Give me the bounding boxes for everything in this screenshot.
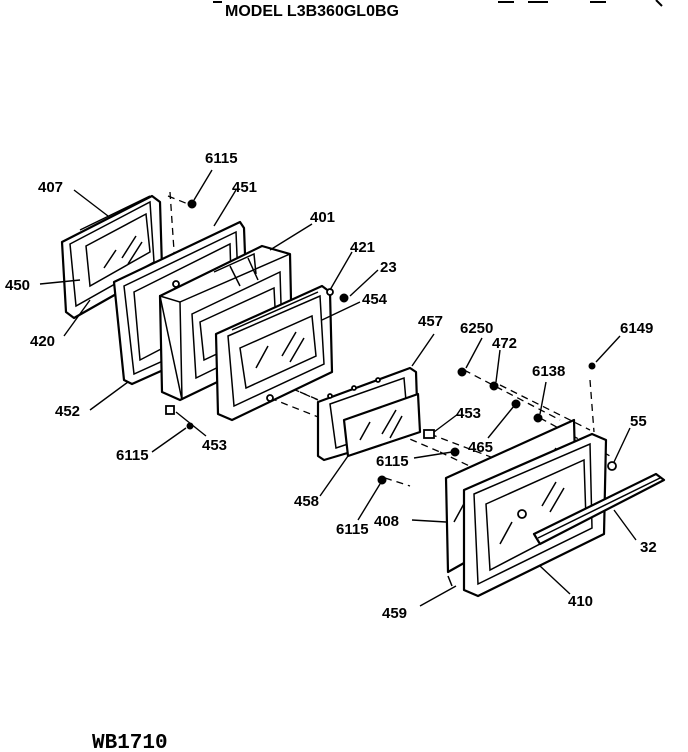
- leader-lines: [39, 169, 637, 607]
- part-454-inner-panel: [214, 284, 334, 422]
- model-title: MODEL L3B360GL0BG: [225, 3, 399, 20]
- part-labels: 6115 407 451 401 421 23 454 450 420 452 …: [5, 150, 657, 622]
- label-450: 450: [5, 277, 30, 294]
- label-408: 408: [374, 513, 399, 530]
- label-457: 457: [418, 313, 443, 330]
- label-451: 451: [232, 179, 257, 196]
- label-6115-bottom: 6115: [336, 521, 369, 538]
- label-401: 401: [310, 209, 335, 226]
- label-6250: 6250: [460, 320, 493, 337]
- label-452: 452: [55, 403, 80, 420]
- label-6115-left: 6115: [116, 447, 149, 464]
- label-454: 454: [362, 291, 388, 308]
- part-458-glass: [342, 392, 422, 458]
- label-459: 459: [382, 605, 407, 622]
- label-6115-mid: 6115: [376, 453, 409, 470]
- label-6149: 6149: [620, 320, 653, 337]
- label-465: 465: [468, 439, 493, 456]
- hardware-fasteners: [165, 199, 617, 587]
- part-32-door-handle: [532, 472, 666, 546]
- label-453-right: 453: [456, 405, 481, 422]
- label-55: 55: [630, 413, 647, 430]
- drawing-code: WB1710: [92, 732, 168, 752]
- header-cropped-marks: [213, 0, 663, 7]
- label-32: 32: [640, 539, 657, 556]
- label-23: 23: [380, 259, 397, 276]
- label-407: 407: [38, 179, 63, 196]
- label-6138: 6138: [532, 363, 565, 380]
- label-6115-top: 6115: [205, 150, 238, 167]
- label-420: 420: [30, 333, 55, 350]
- label-453-left: 453: [202, 437, 227, 454]
- label-472: 472: [492, 335, 517, 352]
- label-410: 410: [568, 593, 593, 610]
- label-458: 458: [294, 493, 319, 510]
- label-421: 421: [350, 239, 375, 256]
